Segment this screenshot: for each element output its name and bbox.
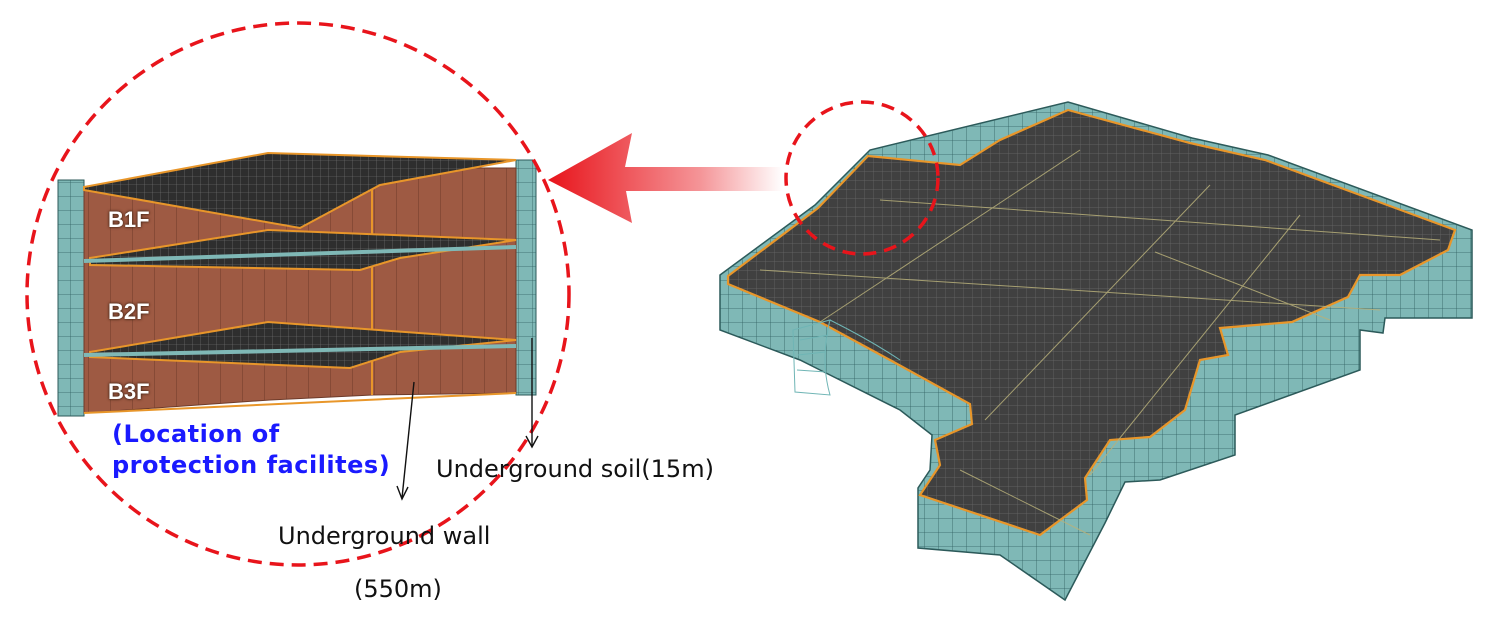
location-note: (Location of protection facilites) — [112, 419, 390, 481]
pointer-arrow — [548, 133, 783, 223]
wall-annotation-line2: (550m) — [354, 575, 442, 603]
soil-leader-arrow — [525, 338, 539, 449]
wall-annotation-line1: Underground wall — [278, 522, 491, 550]
floor-label-b2: B2F — [108, 299, 150, 324]
ramp-wireframe — [792, 319, 901, 396]
floor-label-b3: B3F — [108, 379, 150, 404]
building-model — [719, 100, 1473, 602]
wall-leader-arrow — [396, 381, 415, 501]
location-note-line1: (Location of — [112, 420, 280, 448]
top-slab — [726, 108, 1457, 537]
soil-annotation: Underground soil(15m) — [436, 455, 714, 483]
floor-label-b1: B1F — [108, 207, 150, 232]
detail-view — [25, 21, 571, 567]
location-note-line2: protection facilites) — [112, 451, 391, 479]
detail-callout-small — [784, 100, 940, 256]
leader-arrows — [396, 338, 539, 501]
detail-callout-large — [25, 21, 571, 567]
slab-grid-lines — [759, 149, 1441, 536]
